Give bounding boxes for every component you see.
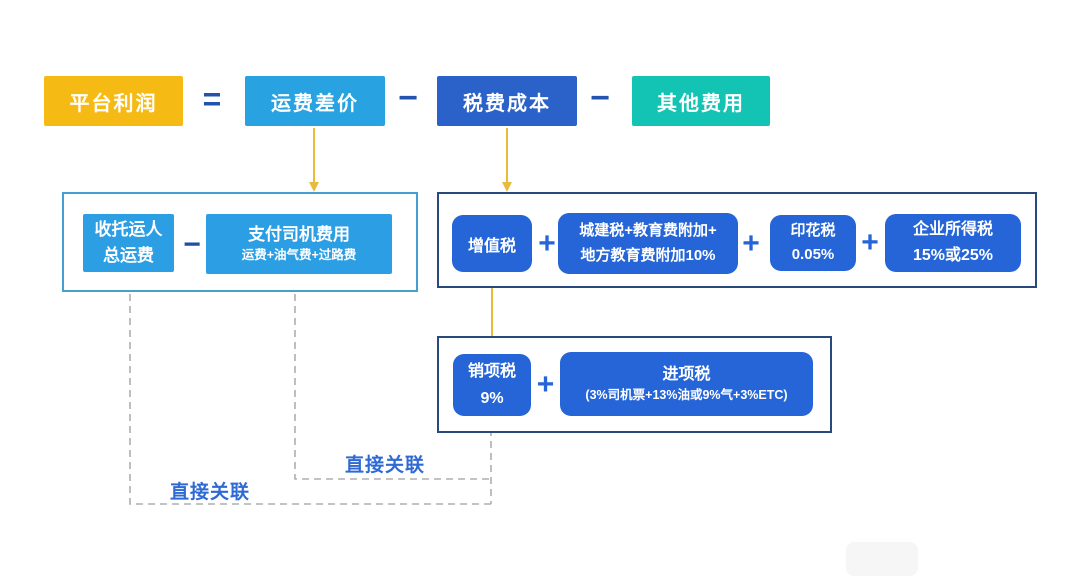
other-cost-box: 其他费用 [632, 76, 770, 126]
surtax-line2: 地方教育费附加10% [580, 246, 716, 264]
income-tax-line2: 15%或25% [912, 247, 994, 264]
stamp-tax-line1: 印花税 [790, 222, 836, 239]
surtax-box: 城建税+教育费附加+ 地方教育费附加10% [558, 213, 738, 274]
platform-profit-label: 平台利润 [69, 92, 158, 115]
direct-association-label-consignor: 直接关联 [170, 482, 251, 503]
driver-pay-title: 支付司机费用 [248, 225, 350, 245]
income-tax-line1: 企业所得税 [912, 221, 993, 239]
output-tax-line2: 9% [480, 390, 504, 407]
plus-sign-3: + [861, 226, 879, 259]
driver-pay-box: 支付司机费用 运费+油气费+过路费 [206, 214, 392, 274]
output-tax-line1: 销项税 [467, 362, 516, 380]
surtax-line1: 城建税+教育费附加+ [579, 221, 717, 239]
consignor-total-freight-box: 收托运人 总运费 [83, 214, 174, 272]
consignor-line1: 收托运人 [94, 219, 163, 239]
driver-pay-subtitle: 运费+油气费+过路费 [241, 248, 357, 263]
tax-cost-label: 税费成本 [463, 92, 551, 115]
direct-association-label-driver: 直接关联 [345, 455, 426, 476]
watermark-smudge [846, 542, 918, 576]
input-tax-subtitle: (3%司机票+13%油或9%气+3%ETC) [585, 388, 788, 403]
output-tax-box: 销项税 9% [453, 354, 531, 416]
freight-difference-label: 运费差价 [271, 92, 359, 115]
minus-sign-1: − [398, 78, 418, 117]
stamp-tax-box: 印花税 0.05% [770, 215, 856, 271]
stamp-tax-line2: 0.05% [791, 246, 835, 263]
tax-cost-box: 税费成本 [437, 76, 577, 126]
vat-label: 增值税 [467, 237, 516, 255]
plus-sign-4: + [536, 368, 555, 401]
consignor-line2: 总运费 [103, 246, 154, 265]
freight-difference-box: 运费差价 [245, 76, 385, 126]
arrowhead-freight [309, 182, 319, 192]
input-tax-title: 进项税 [662, 366, 711, 384]
vat-box: 增值税 [452, 215, 532, 272]
other-cost-label: 其他费用 [657, 92, 745, 115]
income-tax-box: 企业所得税 15%或25% [885, 214, 1021, 272]
plus-sign-1: + [538, 226, 556, 260]
minus-sign-2: − [590, 78, 610, 117]
platform-profit-box: 平台利润 [44, 76, 183, 126]
equals-sign: = [202, 80, 222, 117]
arrowhead-taxcost [502, 182, 512, 192]
plus-sign-2: + [742, 226, 760, 260]
input-tax-box: 进项税 (3%司机票+13%油或9%气+3%ETC) [560, 352, 813, 416]
minus-sign-3: − [183, 227, 201, 261]
